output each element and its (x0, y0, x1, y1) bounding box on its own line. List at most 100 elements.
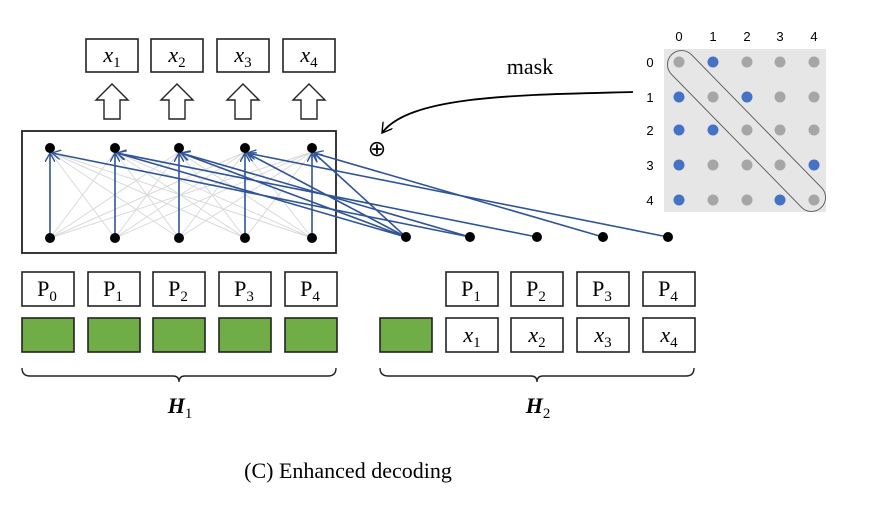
h1-label: H1 (167, 393, 193, 422)
token-box (445, 317, 499, 353)
attention-edge (49, 151, 116, 239)
position-label: P1 (461, 276, 481, 305)
output-box (150, 38, 204, 73)
output-token-label: x3 (233, 42, 251, 71)
output-token-label: x2 (167, 42, 185, 71)
position-box (510, 271, 564, 307)
visible-dot (707, 124, 719, 136)
matrix-row-label: 3 (646, 158, 653, 173)
token-label: x1 (462, 322, 480, 351)
mask-edge (181, 153, 407, 238)
matrix-row-label: 1 (646, 90, 653, 105)
top-node (110, 143, 120, 153)
mask-edge (314, 153, 604, 238)
up-arrow-icon (94, 83, 130, 120)
attention-edge (244, 151, 313, 239)
masked-dot (741, 159, 753, 171)
up-arrow-icon (291, 83, 327, 120)
hidden-state-block (379, 317, 433, 353)
h1-brace (21, 367, 337, 383)
hidden-state-block (21, 317, 75, 353)
h2-node (663, 232, 673, 242)
token-box (642, 317, 696, 353)
masked-dot (774, 56, 786, 68)
visible-dot (673, 194, 685, 206)
masked-dot (808, 124, 820, 136)
masked-dot (741, 194, 753, 206)
position-label: P4 (300, 276, 320, 305)
h2-node (401, 232, 411, 242)
masked-dot (707, 91, 719, 103)
visible-dot (673, 124, 685, 136)
position-label: P2 (168, 276, 188, 305)
diagonal-highlight (667, 50, 826, 212)
masked-dot (707, 159, 719, 171)
mask-edge (247, 153, 407, 238)
mask-edge (314, 153, 407, 238)
masked-dot (774, 124, 786, 136)
position-box (21, 271, 75, 307)
position-label: P3 (592, 276, 612, 305)
position-label: P2 (526, 276, 546, 305)
attention-edge (114, 151, 313, 239)
h2-node (465, 232, 475, 242)
up-arrow-icon (225, 83, 261, 120)
visible-dot (774, 194, 786, 206)
attention-layer-box (21, 130, 337, 254)
position-box (642, 271, 696, 307)
position-box (152, 271, 206, 307)
visible-dot (808, 159, 820, 171)
bottom-node (45, 233, 55, 243)
hidden-state-block (87, 317, 141, 353)
matrix-col-label: 0 (675, 29, 682, 44)
h2-node (532, 232, 542, 242)
matrix-col-label: 1 (709, 29, 716, 44)
top-node (240, 143, 250, 153)
caption: (C) Enhanced decoding (244, 458, 452, 483)
masked-dot (808, 194, 820, 206)
attention-edge (49, 151, 246, 239)
hidden-state-block (218, 317, 272, 353)
matrix-row-label: 0 (646, 55, 653, 70)
position-box (284, 271, 338, 307)
position-label: P4 (658, 276, 678, 305)
masked-dot (808, 91, 820, 103)
output-box (85, 38, 139, 73)
h2-label: H2 (525, 393, 551, 422)
position-label: P1 (103, 276, 123, 305)
top-node (307, 143, 317, 153)
hidden-state-block (152, 317, 206, 353)
bottom-node (307, 233, 317, 243)
hidden-state-block (284, 317, 338, 353)
position-label: P0 (37, 276, 57, 305)
bottom-node (240, 233, 250, 243)
bottom-node (174, 233, 184, 243)
masked-dot (673, 56, 685, 68)
masked-dot (707, 194, 719, 206)
top-node (174, 143, 184, 153)
position-label: P3 (234, 276, 254, 305)
top-node (45, 143, 55, 153)
token-label: x2 (527, 322, 545, 351)
matrix-row-label: 2 (646, 123, 653, 138)
attention-edge (178, 151, 246, 239)
add-symbol: ⊕ (368, 136, 386, 161)
token-box (576, 317, 630, 353)
output-box (216, 38, 270, 73)
up-arrow-icon (159, 83, 195, 120)
output-box (282, 38, 336, 73)
position-box (576, 271, 630, 307)
visible-dot (673, 91, 685, 103)
masked-dot (741, 56, 753, 68)
matrix-row-label: 4 (646, 193, 653, 208)
masked-dot (741, 124, 753, 136)
h2-node (598, 232, 608, 242)
visible-dot (741, 91, 753, 103)
mask-arrow (382, 91, 634, 133)
masked-dot (774, 91, 786, 103)
token-label: x3 (593, 322, 611, 351)
h2-brace (379, 367, 695, 383)
attention-edge (49, 151, 313, 239)
masked-dot (774, 159, 786, 171)
